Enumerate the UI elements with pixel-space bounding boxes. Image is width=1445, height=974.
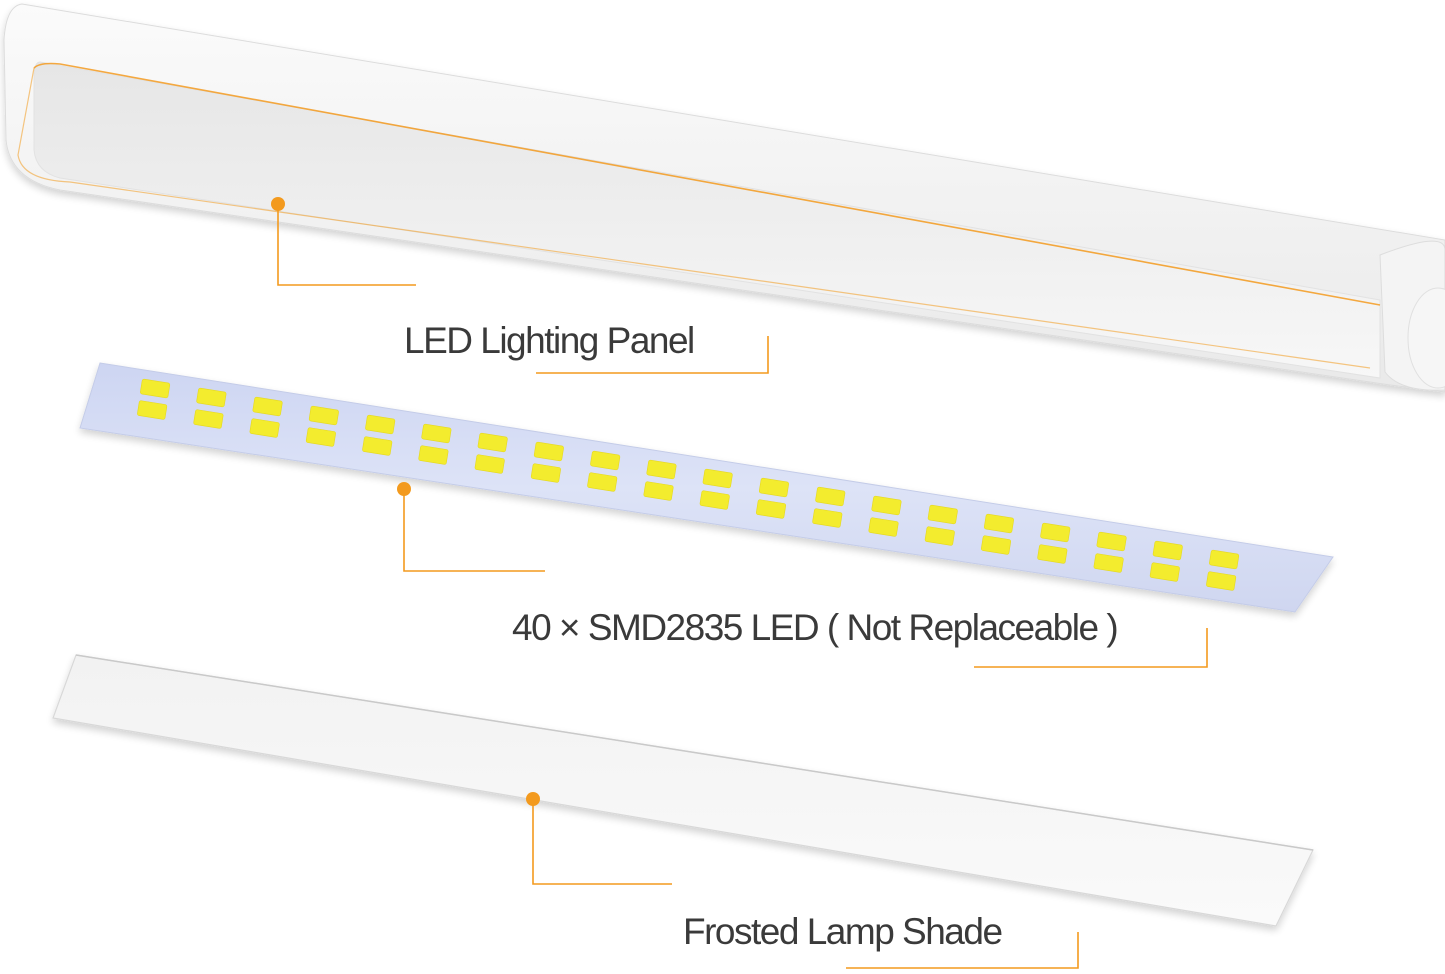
led-chip bbox=[756, 499, 787, 519]
led-chip bbox=[1206, 571, 1237, 591]
led-chip bbox=[305, 427, 336, 447]
callout-leader-line bbox=[403, 489, 545, 572]
led-chip bbox=[699, 490, 730, 510]
led-chip bbox=[196, 387, 227, 408]
panel-hinge bbox=[1407, 287, 1445, 389]
led-chip bbox=[1096, 531, 1127, 552]
frosted-lamp-shade bbox=[52, 654, 1314, 927]
led-chip bbox=[1040, 522, 1071, 543]
led-strip bbox=[79, 362, 1334, 613]
led-chip bbox=[983, 513, 1014, 534]
led-chip bbox=[981, 535, 1012, 555]
led-chip bbox=[587, 472, 618, 492]
led-chips bbox=[137, 378, 1240, 591]
led-chip bbox=[249, 418, 280, 438]
led-chip bbox=[140, 378, 171, 399]
led-chip bbox=[1037, 544, 1068, 564]
led-chip bbox=[533, 441, 564, 462]
label-underline bbox=[536, 336, 769, 374]
callout-leader-line bbox=[532, 799, 672, 885]
led-chip bbox=[815, 486, 846, 507]
shade-edge bbox=[75, 654, 1314, 851]
led-chip bbox=[812, 508, 843, 528]
label-led-lighting-panel: LED Lighting Panel bbox=[404, 320, 695, 361]
led-chip bbox=[590, 450, 621, 471]
led-chip bbox=[137, 400, 168, 420]
shade-body bbox=[52, 654, 1314, 927]
label-underline bbox=[846, 932, 1079, 969]
led-chip bbox=[927, 504, 958, 525]
label-underline bbox=[974, 628, 1208, 668]
led-chip bbox=[1149, 562, 1180, 582]
led-chip bbox=[477, 432, 508, 453]
led-chip bbox=[646, 459, 677, 480]
led-chip bbox=[421, 423, 452, 444]
led-chip bbox=[1093, 553, 1124, 573]
led-chip bbox=[474, 454, 505, 474]
callout-leader-line bbox=[277, 204, 416, 286]
led-chip bbox=[758, 477, 789, 498]
callout-lighting-panel bbox=[271, 197, 769, 374]
led-chip bbox=[871, 495, 902, 516]
label-frosted-lamp-shade: Frosted Lamp Shade bbox=[683, 911, 1003, 952]
led-chip bbox=[924, 526, 955, 546]
led-chip bbox=[193, 409, 224, 429]
panel-glow-edge bbox=[33, 62, 1381, 306]
led-chip bbox=[530, 463, 561, 483]
panel-face bbox=[33, 61, 1381, 379]
led-chip bbox=[362, 436, 393, 456]
led-chip bbox=[643, 481, 674, 501]
callout-led-strip bbox=[397, 482, 1208, 668]
panel-glow-edge-left bbox=[17, 67, 1371, 369]
led-chip bbox=[1152, 540, 1183, 561]
led-chip bbox=[418, 445, 449, 465]
callout-lamp-shade bbox=[526, 792, 1079, 969]
led-chip bbox=[365, 414, 396, 435]
led-lighting-panel bbox=[3, 3, 1445, 393]
label-led-strip: 40 × SMD2835 LED ( Not Replaceable ) bbox=[512, 607, 1119, 648]
led-chip bbox=[1209, 549, 1240, 570]
led-chip bbox=[252, 396, 283, 417]
led-chip bbox=[308, 405, 339, 426]
led-chip bbox=[868, 517, 899, 537]
led-chip bbox=[702, 468, 733, 489]
